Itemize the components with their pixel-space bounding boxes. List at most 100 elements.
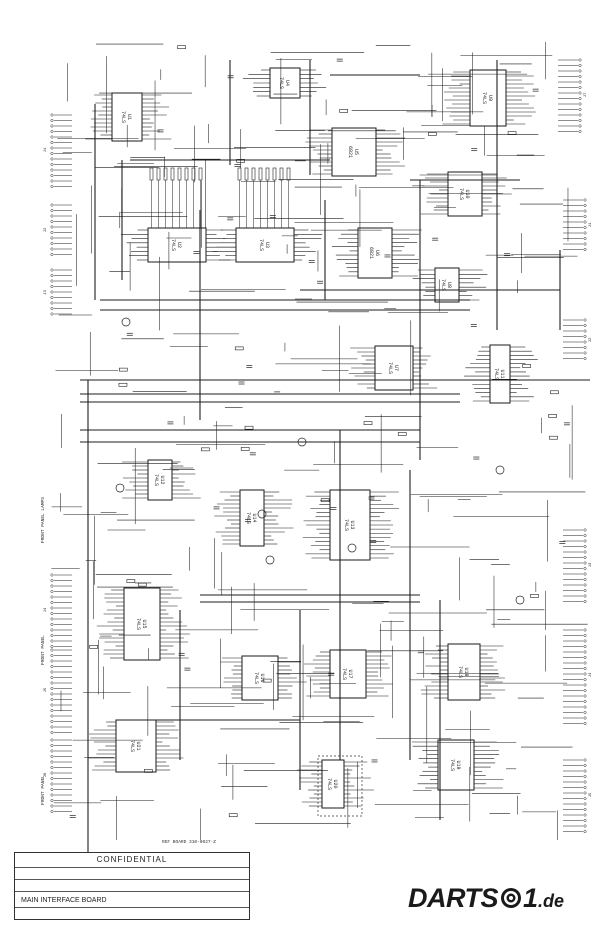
connector-pin xyxy=(583,242,587,246)
transistor xyxy=(257,509,267,519)
connector-pin xyxy=(50,203,54,207)
resistor xyxy=(149,167,154,181)
connector-pin xyxy=(583,561,587,565)
connector-pin xyxy=(50,617,54,621)
connector-pin xyxy=(583,813,587,817)
connector-pin xyxy=(583,628,587,632)
connector-pin xyxy=(583,209,587,213)
connector-pin xyxy=(50,692,54,696)
ic-ref-label: U10 xyxy=(464,189,470,198)
ic-ref-label: U2 xyxy=(176,242,182,248)
resistor xyxy=(549,435,558,440)
side-label: FRONT PANEL xyxy=(40,775,46,805)
connector-pin xyxy=(583,802,587,806)
resistor xyxy=(89,645,98,649)
connector-pin xyxy=(578,102,582,106)
resistor xyxy=(320,498,330,502)
confidential-label: CONFIDENTIAL xyxy=(96,855,168,864)
ic-part-label: 74LS xyxy=(135,618,141,630)
ic-part-label: 74LS xyxy=(253,672,259,684)
ic-chip xyxy=(434,267,460,303)
ic-chip xyxy=(329,649,367,699)
connector-pin xyxy=(583,572,587,576)
connector-pin xyxy=(578,113,582,117)
connector-pin xyxy=(50,595,54,599)
connector-pin xyxy=(583,797,587,800)
resistor xyxy=(548,414,557,418)
connector-pin xyxy=(50,279,54,283)
ic-ref-label: U11 xyxy=(499,369,505,378)
transistor xyxy=(265,555,275,565)
connector-pin xyxy=(583,705,587,709)
connector-pin xyxy=(50,253,54,256)
connector-pin xyxy=(50,573,54,577)
connector-pin xyxy=(583,534,587,537)
connector-label: J5 xyxy=(589,792,593,797)
connector-pin xyxy=(583,578,587,581)
resistor xyxy=(272,167,277,181)
connector-pin xyxy=(50,654,54,657)
connector-pin xyxy=(50,242,54,245)
resistor xyxy=(118,367,128,372)
connector-label: J6 xyxy=(44,772,48,777)
dashed-box xyxy=(317,755,363,817)
connector-pin xyxy=(50,612,54,615)
connector-pin xyxy=(50,301,54,305)
resistor xyxy=(244,425,254,430)
connector-pin xyxy=(50,676,54,679)
connector-pin xyxy=(50,152,54,155)
connector-pin xyxy=(50,209,54,212)
connector-pin xyxy=(583,550,587,554)
ic-ref-label: U19 xyxy=(455,760,461,769)
connector-pin xyxy=(50,628,54,632)
resistor xyxy=(279,167,284,181)
connector-pin xyxy=(50,771,54,775)
ic-chip xyxy=(489,344,511,404)
connector-pin xyxy=(583,340,587,344)
connector-pin xyxy=(583,830,587,833)
ic-part-label: 74LS xyxy=(153,474,159,486)
connector-pin xyxy=(583,600,587,603)
resistor xyxy=(184,167,189,181)
connector-pin xyxy=(50,290,54,294)
connector-pin xyxy=(50,749,54,753)
ic-ref-label: U20 xyxy=(332,779,338,788)
transistor xyxy=(115,483,125,493)
connector-pin xyxy=(583,824,587,828)
connector-pin xyxy=(583,819,587,822)
ic-ref-label: U4 xyxy=(284,80,290,86)
ic-ref-label: U7 xyxy=(393,365,399,371)
ic-ref-label: U13 xyxy=(349,520,355,529)
connector-pin xyxy=(50,168,54,172)
connector-label: J2 xyxy=(44,227,48,232)
side-label: FRONT PANEL xyxy=(40,635,46,665)
connector-pin xyxy=(583,711,587,714)
resistor xyxy=(262,678,272,683)
connector-pin xyxy=(50,645,54,648)
connector-pin xyxy=(583,324,587,327)
connector-pin xyxy=(583,645,587,648)
connector-pin xyxy=(50,639,54,643)
connector-label: J1 xyxy=(589,222,593,227)
resistor xyxy=(507,131,517,135)
resistor xyxy=(428,132,437,136)
ic-chip xyxy=(235,227,295,263)
connector-pin xyxy=(50,777,54,780)
connector-pin xyxy=(583,231,587,235)
resistor xyxy=(228,813,238,817)
ic-part-label: 74LS xyxy=(245,512,251,524)
connector-pin xyxy=(583,808,587,811)
connector-pin xyxy=(50,146,54,150)
ic-ref-label: U8 xyxy=(446,282,452,288)
connector-pin xyxy=(50,793,54,797)
ic-part-label: 74LS xyxy=(170,239,176,251)
connector-label: J1 xyxy=(44,147,48,152)
connector-pin xyxy=(583,556,587,559)
connector-label: J2 xyxy=(589,337,593,342)
connector-pin xyxy=(583,318,587,322)
resistor xyxy=(397,432,407,436)
connector-pin xyxy=(583,683,587,687)
resistor xyxy=(118,382,128,387)
connector-pin xyxy=(50,725,54,729)
ic-part-label: 6821 xyxy=(347,146,353,158)
